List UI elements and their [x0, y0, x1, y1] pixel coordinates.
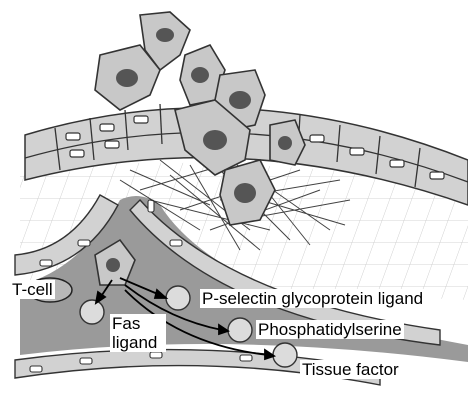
label-t-cell: T-cell — [10, 280, 55, 299]
label-psgl: P-selectin glycoprotein ligand — [200, 289, 425, 308]
label-fas-ligand: Fas ligand — [110, 314, 166, 352]
label-phosphatidylserine: Phosphatidylserine — [256, 320, 404, 339]
vesicle-tissue-factor — [273, 343, 297, 367]
vesicle-phosphatidylserine — [228, 318, 252, 342]
label-tissue-factor: Tissue factor — [300, 360, 401, 379]
vesicle-psgl — [166, 286, 190, 310]
vesicle-fas-ligand — [80, 300, 104, 324]
